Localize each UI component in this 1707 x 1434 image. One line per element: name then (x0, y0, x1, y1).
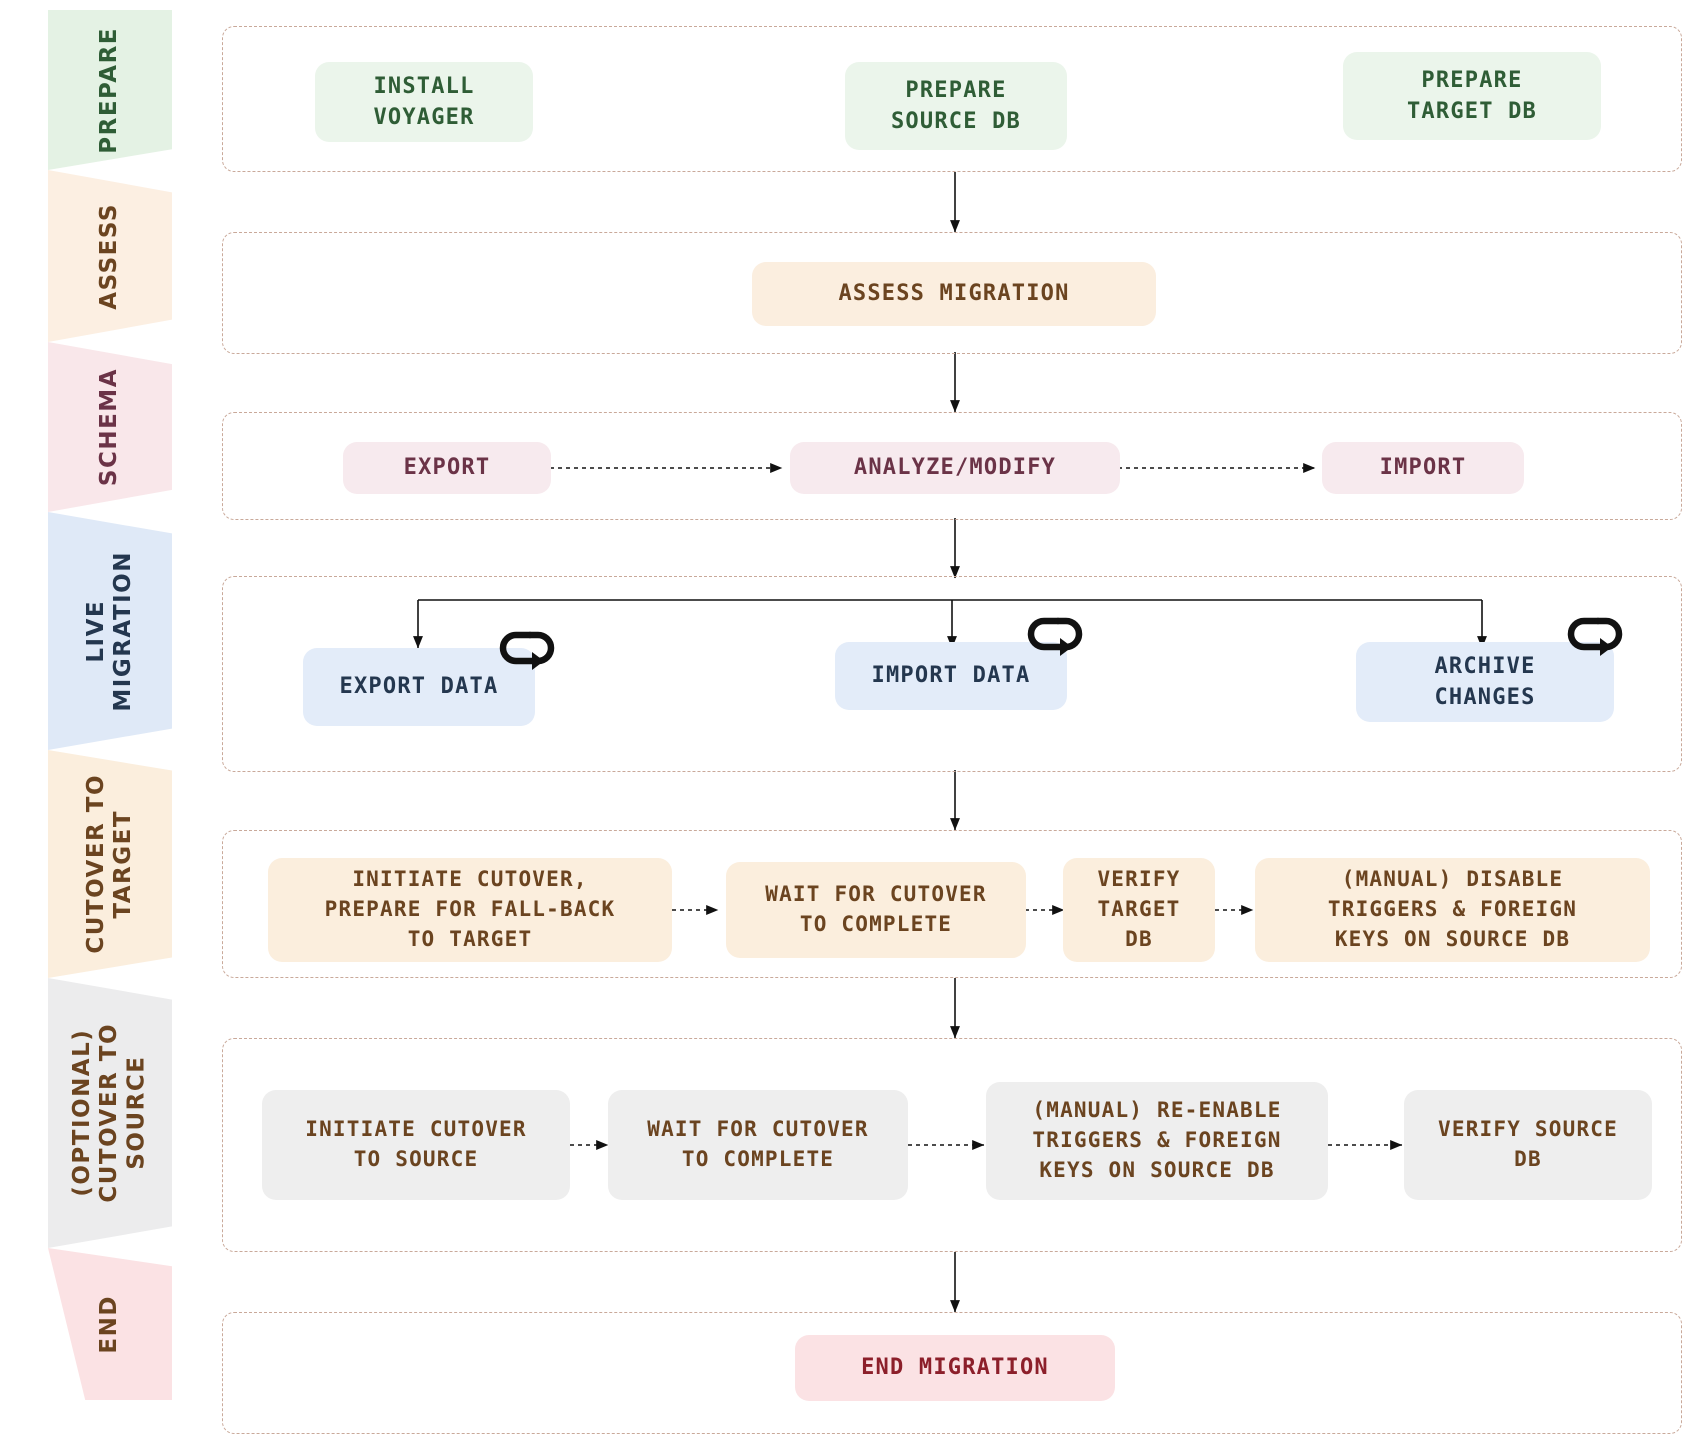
node-schema-import[interactable]: IMPORT (1322, 442, 1524, 494)
rail-band-end: END (48, 1248, 172, 1400)
rail-label-optional-cutover-to-source: (OPTIONAL) CUTOVER TO SOURCE (69, 1023, 150, 1203)
node-schema-analyze-modify[interactable]: ANALYZE/MODIFY (790, 442, 1120, 494)
lane-optional-cutover-to-source (222, 1038, 1682, 1252)
node-schema-analyze-modify-label: ANALYZE/MODIFY (853, 455, 1057, 481)
node-end-migration[interactable]: END MIGRATION (795, 1335, 1115, 1401)
node-install-voyager[interactable]: INSTALL VOYAGER (315, 62, 533, 142)
lane-assess (222, 232, 1682, 354)
node-archive-changes-label: ARCHIVE CHANGES (1434, 653, 1536, 710)
rail-band-cutover-to-target: CUTOVER TO TARGET (48, 750, 172, 978)
diagram-root: PREPARE ASSESS SCHEMA LIVE MIGRATION CUT… (48, 0, 1682, 1434)
node-verify-source-db-label: VERIFY SOURCE DB (1438, 1117, 1618, 1171)
lane-live-migration (222, 576, 1682, 772)
loop-repeat-icon (1027, 617, 1083, 656)
rail-band-assess: ASSESS (48, 170, 172, 342)
rail-label-live-migration: LIVE MIGRATION (82, 550, 136, 712)
rail-label-assess: ASSESS (96, 202, 123, 310)
node-verify-target-db[interactable]: VERIFY TARGET DB (1063, 858, 1215, 962)
node-export-data-label: EXPORT DATA (339, 674, 499, 700)
rail-band-schema: SCHEMA (48, 342, 172, 512)
node-schema-export[interactable]: EXPORT (343, 442, 551, 494)
node-wait-cutover-complete-source-label: WAIT FOR CUTOVER TO COMPLETE (647, 1117, 869, 1171)
node-initiate-cutover-target[interactable]: INITIATE CUTOVER, PREPARE FOR FALL-BACK … (268, 858, 672, 962)
node-end-migration-label: END MIGRATION (861, 1355, 1049, 1381)
node-manual-reenable-triggers-label: (MANUAL) RE-ENABLE TRIGGERS & FOREIGN KE… (1032, 1098, 1282, 1182)
node-export-data[interactable]: EXPORT DATA (303, 648, 535, 726)
rail-label-schema: SCHEMA (96, 367, 123, 487)
node-assess-migration-label: ASSESS MIGRATION (838, 281, 1070, 307)
node-prepare-target-db[interactable]: PREPARE TARGET DB (1343, 52, 1601, 140)
node-verify-source-db[interactable]: VERIFY SOURCE DB (1404, 1090, 1652, 1200)
loop-repeat-icon (1567, 617, 1623, 656)
lane-schema (222, 412, 1682, 520)
node-wait-cutover-complete-target-label: WAIT FOR CUTOVER TO COMPLETE (765, 882, 987, 936)
node-prepare-source-db[interactable]: PREPARE SOURCE DB (845, 62, 1067, 150)
phase-rail: PREPARE ASSESS SCHEMA LIVE MIGRATION CUT… (48, 0, 172, 1405)
node-prepare-target-db-label: PREPARE TARGET DB (1406, 67, 1537, 124)
node-wait-cutover-complete-source[interactable]: WAIT FOR CUTOVER TO COMPLETE (608, 1090, 908, 1200)
rail-label-end: END (96, 1294, 123, 1354)
lane-cutover-to-target (222, 830, 1682, 978)
lane-prepare (222, 26, 1682, 172)
node-manual-reenable-triggers[interactable]: (MANUAL) RE-ENABLE TRIGGERS & FOREIGN KE… (986, 1082, 1328, 1200)
node-import-data-label: IMPORT DATA (871, 663, 1031, 689)
node-initiate-cutover-source[interactable]: INITIATE CUTOVER TO SOURCE (262, 1090, 570, 1200)
node-prepare-source-db-label: PREPARE SOURCE DB (890, 77, 1021, 134)
node-initiate-cutover-target-label: INITIATE CUTOVER, PREPARE FOR FALL-BACK … (324, 867, 616, 951)
node-archive-changes[interactable]: ARCHIVE CHANGES (1356, 642, 1614, 722)
node-import-data[interactable]: IMPORT DATA (835, 642, 1067, 710)
rail-band-live-migration: LIVE MIGRATION (48, 512, 172, 750)
node-schema-import-label: IMPORT (1379, 455, 1467, 481)
node-schema-export-label: EXPORT (403, 455, 491, 481)
node-manual-disable-triggers[interactable]: (MANUAL) DISABLE TRIGGERS & FOREIGN KEYS… (1255, 858, 1650, 962)
rail-band-prepare: PREPARE (48, 10, 172, 170)
rail-label-prepare: PREPARE (96, 26, 123, 154)
node-install-voyager-label: INSTALL VOYAGER (373, 73, 475, 130)
rail-band-optional-cutover-to-source: (OPTIONAL) CUTOVER TO SOURCE (48, 978, 172, 1248)
rail-label-cutover-to-target: CUTOVER TO TARGET (82, 774, 136, 954)
loop-repeat-icon (499, 631, 555, 670)
node-wait-cutover-complete-target[interactable]: WAIT FOR CUTOVER TO COMPLETE (726, 862, 1026, 958)
node-initiate-cutover-source-label: INITIATE CUTOVER TO SOURCE (305, 1117, 527, 1171)
node-assess-migration[interactable]: ASSESS MIGRATION (752, 262, 1156, 326)
node-manual-disable-triggers-label: (MANUAL) DISABLE TRIGGERS & FOREIGN KEYS… (1327, 867, 1578, 951)
node-verify-target-db-label: VERIFY TARGET DB (1097, 867, 1181, 951)
